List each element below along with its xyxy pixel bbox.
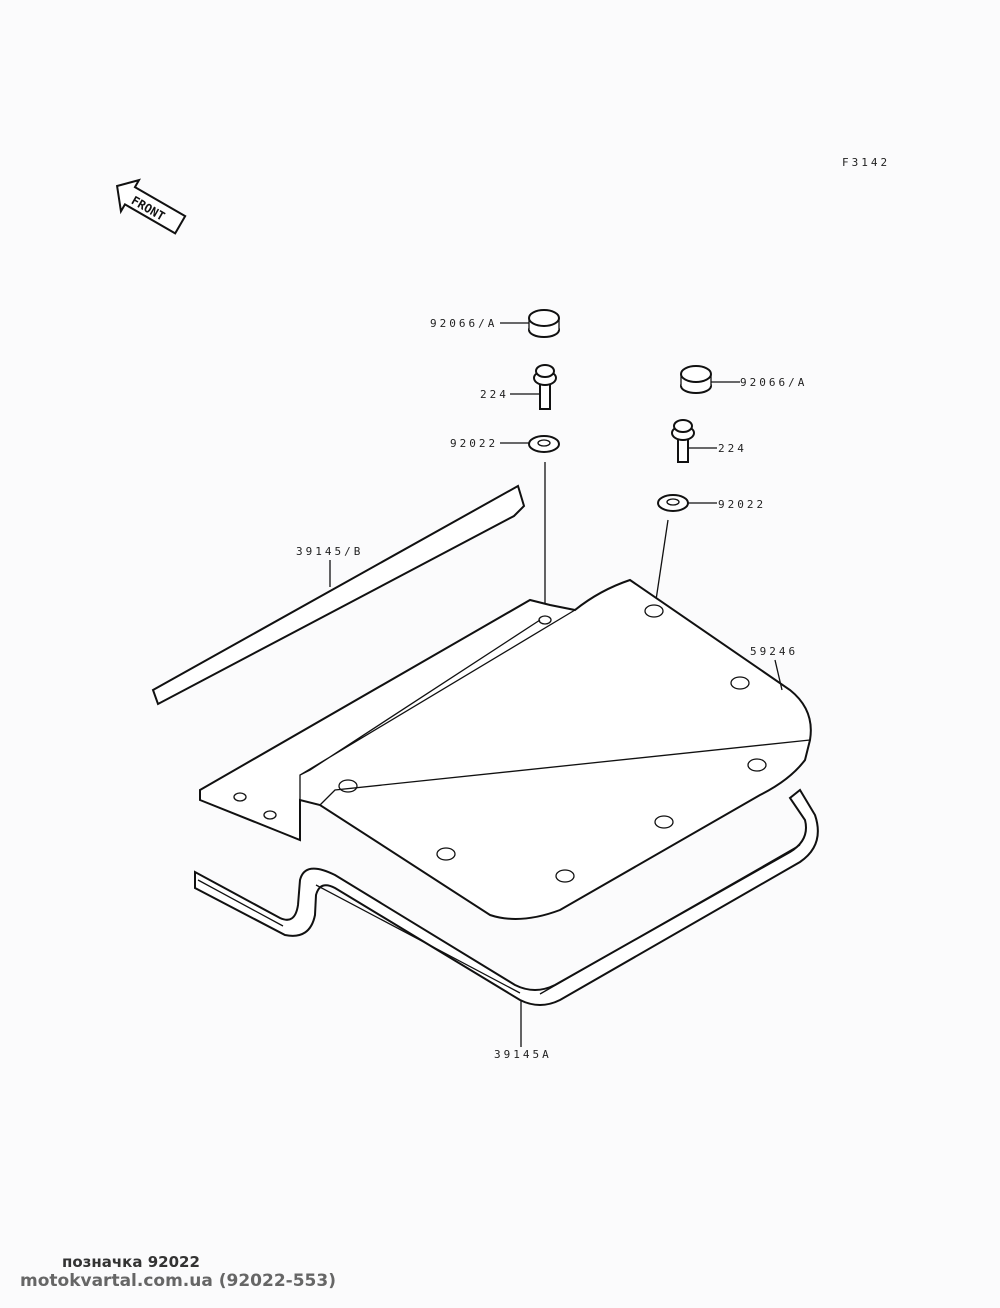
label-washer-right: 92022 — [718, 498, 766, 511]
label-seal: 39145A — [494, 1048, 552, 1061]
front-arrow-icon: FRONT — [115, 178, 187, 235]
label-strip-upper: 39145/B — [296, 545, 363, 558]
label-screw-right: 224 — [718, 442, 747, 455]
label-panel: 59246 — [750, 645, 798, 658]
label-washer-left: 92022 — [450, 437, 498, 450]
label-screw-left: 224 — [480, 388, 509, 401]
panel — [199, 578, 812, 920]
label-cap-left: 92066/A — [430, 317, 497, 330]
label-cap-right: 92066/A — [740, 376, 807, 389]
strip-upper — [151, 484, 526, 706]
screw-right — [671, 419, 695, 463]
footer-caption: позначка 92022 — [62, 1253, 200, 1271]
diagram-code: F3142 — [842, 156, 890, 169]
screw-left — [533, 364, 557, 410]
washer-right — [657, 494, 689, 512]
washer-left — [528, 435, 560, 453]
footer-source: motokvartal.com.ua (92022-553) — [20, 1271, 336, 1291]
cap-right — [680, 365, 712, 394]
cap-left — [528, 309, 560, 338]
seal — [194, 788, 819, 1006]
